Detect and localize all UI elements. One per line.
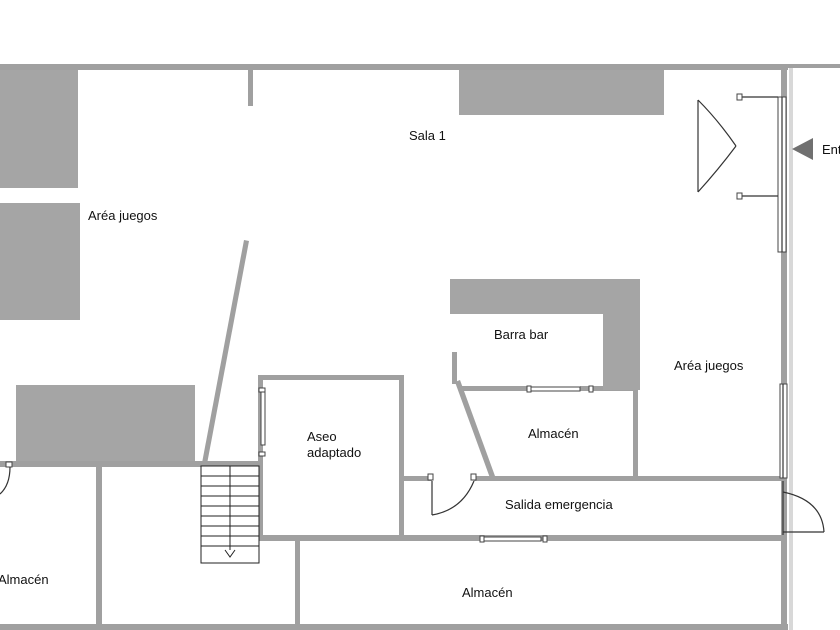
label-adaptado: adaptado bbox=[307, 445, 361, 460]
almacen-sliding-door[interactable] bbox=[526, 385, 594, 393]
label-almacen-bottom: Almacén bbox=[462, 585, 513, 600]
right-window bbox=[779, 383, 788, 479]
outer-walls bbox=[0, 64, 840, 630]
label-barra-bar: Barra bar bbox=[494, 327, 549, 342]
bar-counter-side bbox=[603, 314, 640, 390]
label-sala-1: Sala 1 bbox=[409, 128, 446, 143]
game-table-1 bbox=[0, 70, 78, 188]
entrance-door[interactable] bbox=[697, 93, 787, 253]
corridor-door[interactable] bbox=[427, 473, 477, 516]
label-almacen-mid: Almacén bbox=[528, 426, 579, 441]
interior-walls bbox=[0, 70, 786, 625]
triangle-arrow-icon bbox=[792, 138, 813, 160]
label-area-juegos-right: Aréa juegos bbox=[674, 358, 744, 373]
aseo-door[interactable] bbox=[258, 387, 266, 457]
label-entrance: Ent bbox=[822, 142, 840, 157]
bar-counter bbox=[450, 279, 640, 314]
label-almacen-left: Almacén bbox=[0, 572, 49, 587]
label-aseo: Aseo bbox=[307, 429, 337, 444]
game-table-3 bbox=[16, 385, 195, 461]
left-almacen-door[interactable] bbox=[0, 461, 13, 495]
emergency-exit-door[interactable] bbox=[782, 481, 825, 535]
stair-arrow-icon bbox=[224, 549, 236, 558]
shelf-top bbox=[459, 70, 664, 115]
label-salida-emergencia: Salida emergencia bbox=[505, 497, 613, 512]
label-area-juegos-left: Aréa juegos bbox=[88, 208, 158, 223]
fixtures bbox=[0, 70, 664, 461]
bottom-sliding-door[interactable] bbox=[479, 535, 548, 543]
staircase[interactable] bbox=[200, 465, 260, 564]
game-table-2 bbox=[0, 203, 80, 320]
